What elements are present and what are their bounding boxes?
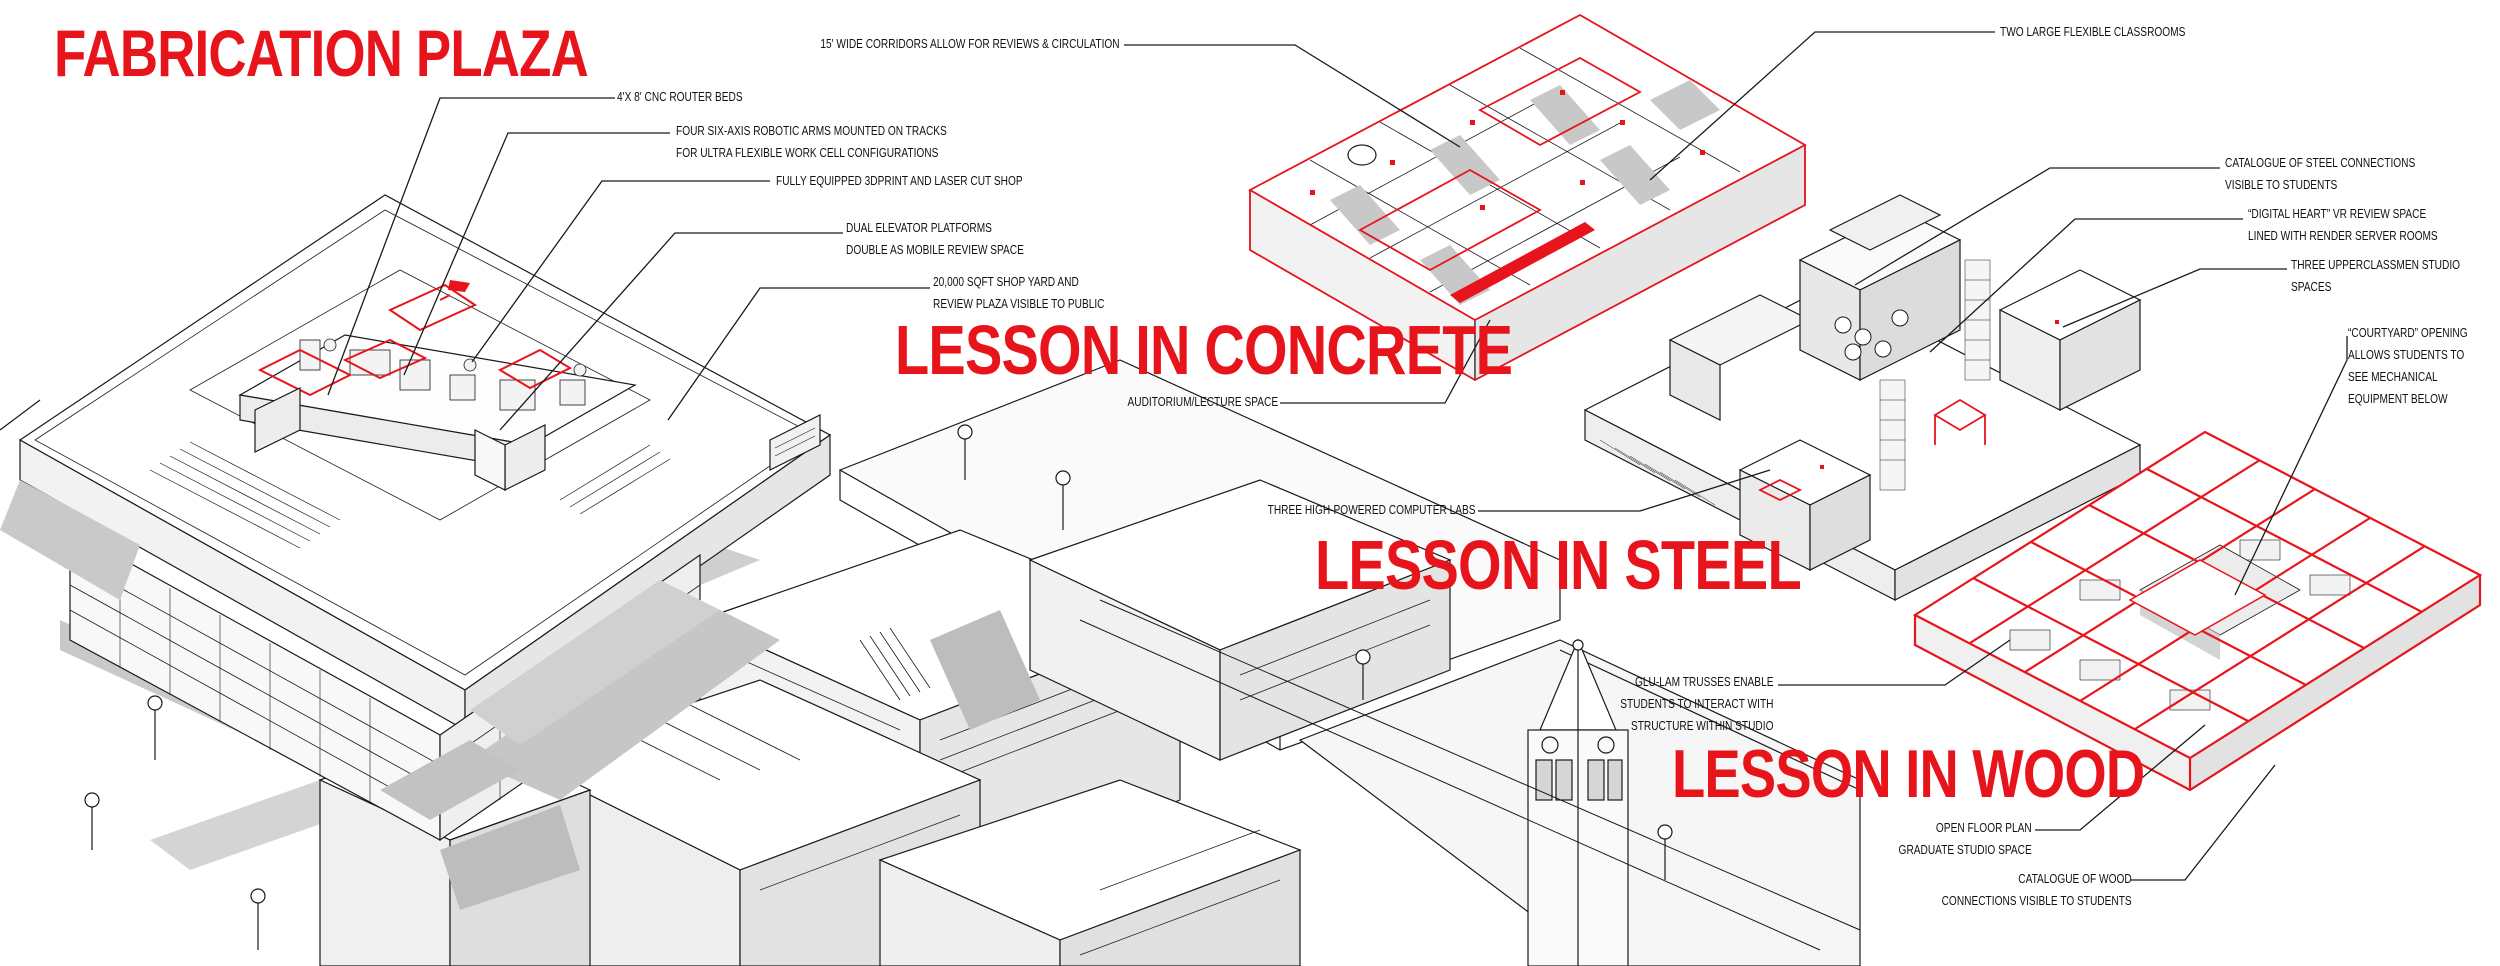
annotation-line: GRADUATE STUDIO SPACE <box>1898 842 2032 857</box>
annotation-line: STRUCTURE WITHIN STUDIO <box>1630 718 1773 733</box>
annotation-auditorium: AUDITORIUM/LECTURE SPACE <box>1127 391 1278 413</box>
title-lesson-in-concrete: LESSON IN CONCRETE <box>895 311 1513 389</box>
annotation-line: STUDENTS TO INTERACT WITH <box>1619 696 1773 711</box>
annotation-line: 20,000 SQFT SHOP YARD AND <box>933 274 1079 289</box>
title-lesson-in-wood: LESSON IN WOOD <box>1672 736 2145 812</box>
annotation-line: SEE MECHANICAL <box>2348 369 2438 384</box>
annotation-wood-connections: CATALOGUE OF WOOD CONNECTIONS VISIBLE TO… <box>1942 868 2132 912</box>
annotation-elevator-platforms: DUAL ELEVATOR PLATFORMS DOUBLE AS MOBILE… <box>846 217 1024 261</box>
annotation-line: FULLY EQUIPPED 3DPRINT AND LASER CUT SHO… <box>776 173 1023 188</box>
annotation-line: CATALOGUE OF STEEL CONNECTIONS <box>2225 155 2416 170</box>
annotation-computer-labs: THREE HIGH-POWERED COMPUTER LABS <box>1268 499 1476 521</box>
annotation-line: CONNECTIONS VISIBLE TO STUDENTS <box>1941 893 2132 908</box>
annotation-line: LINED WITH RENDER SERVER ROOMS <box>2248 228 2438 243</box>
title-lesson-in-steel: LESSON IN STEEL <box>1315 526 1802 604</box>
annotation-line: 4'X 8' CNC ROUTER BEDS <box>617 89 743 104</box>
annotation-glulam-trusses: GLU-LAM TRUSSES ENABLE STUDENTS TO INTER… <box>1620 671 1773 737</box>
annotation-line: “DIGITAL HEART” VR REVIEW SPACE <box>2248 206 2427 221</box>
annotation-line: OPEN FLOOR PLAN <box>1936 820 2032 835</box>
annotation-cnc-router-beds: 4'X 8' CNC ROUTER BEDS <box>617 86 743 108</box>
title-fabrication-plaza: FABRICATION PLAZA <box>54 16 589 90</box>
annotation-shop-yard: 20,000 SQFT SHOP YARD AND REVIEW PLAZA V… <box>933 271 1105 315</box>
annotation-line: AUDITORIUM/LECTURE SPACE <box>1127 394 1278 409</box>
annotation-steel-connections: CATALOGUE OF STEEL CONNECTIONS VISIBLE T… <box>2225 152 2415 196</box>
annotation-3dprint-laser-shop: FULLY EQUIPPED 3DPRINT AND LASER CUT SHO… <box>776 170 1023 192</box>
annotation-open-floor-plan: OPEN FLOOR PLAN GRADUATE STUDIO SPACE <box>1899 817 2032 861</box>
annotation-corridors: 15' WIDE CORRIDORS ALLOW FOR REVIEWS & C… <box>821 33 1120 55</box>
annotation-line: SPACES <box>2291 279 2332 294</box>
annotation-line: FOUR SIX-AXIS ROBOTIC ARMS MOUNTED ON TR… <box>676 123 947 138</box>
annotation-line: REVIEW PLAZA VISIBLE TO PUBLIC <box>933 296 1105 311</box>
leader-lines <box>327 31 2348 881</box>
annotation-courtyard-opening: “COURTYARD” OPENING ALLOWS STUDENTS TO S… <box>2348 322 2468 410</box>
annotation-line: FOR ULTRA FLEXIBLE WORK CELL CONFIGURATI… <box>676 145 939 160</box>
annotation-line: ALLOWS STUDENTS TO <box>2348 347 2465 362</box>
annotation-line: GLU-LAM TRUSSES ENABLE <box>1634 674 1773 689</box>
steel-building <box>1583 194 2142 601</box>
annotation-line: CATALOGUE OF WOOD <box>2018 871 2132 886</box>
fabrication-plaza-building <box>0 194 832 842</box>
annotation-line: DOUBLE AS MOBILE REVIEW SPACE <box>846 242 1024 257</box>
annotation-flexible-classrooms: TWO LARGE FLEXIBLE CLASSROOMS <box>2000 21 2185 43</box>
annotation-line: THREE UPPERCLASSMEN STUDIO <box>2291 257 2461 272</box>
annotation-line: VISIBLE TO STUDENTS <box>2225 177 2338 192</box>
annotation-digital-heart: “DIGITAL HEART” VR REVIEW SPACE LINED WI… <box>2248 203 2438 247</box>
annotation-upperclassmen-studios: THREE UPPERCLASSMEN STUDIO SPACES <box>2291 254 2460 298</box>
annotation-line: TWO LARGE FLEXIBLE CLASSROOMS <box>2000 24 2186 39</box>
annotation-line: DUAL ELEVATOR PLATFORMS <box>846 220 992 235</box>
annotation-line: EQUIPMENT BELOW <box>2348 391 2448 406</box>
annotation-line: 15' WIDE CORRIDORS ALLOW FOR REVIEWS & C… <box>820 36 1120 51</box>
annotation-line: “COURTYARD” OPENING <box>2348 325 2468 340</box>
annotation-robotic-arms: FOUR SIX-AXIS ROBOTIC ARMS MOUNTED ON TR… <box>676 120 947 164</box>
annotation-line: THREE HIGH-POWERED COMPUTER LABS <box>1268 502 1476 517</box>
concrete-building <box>1248 13 1807 382</box>
